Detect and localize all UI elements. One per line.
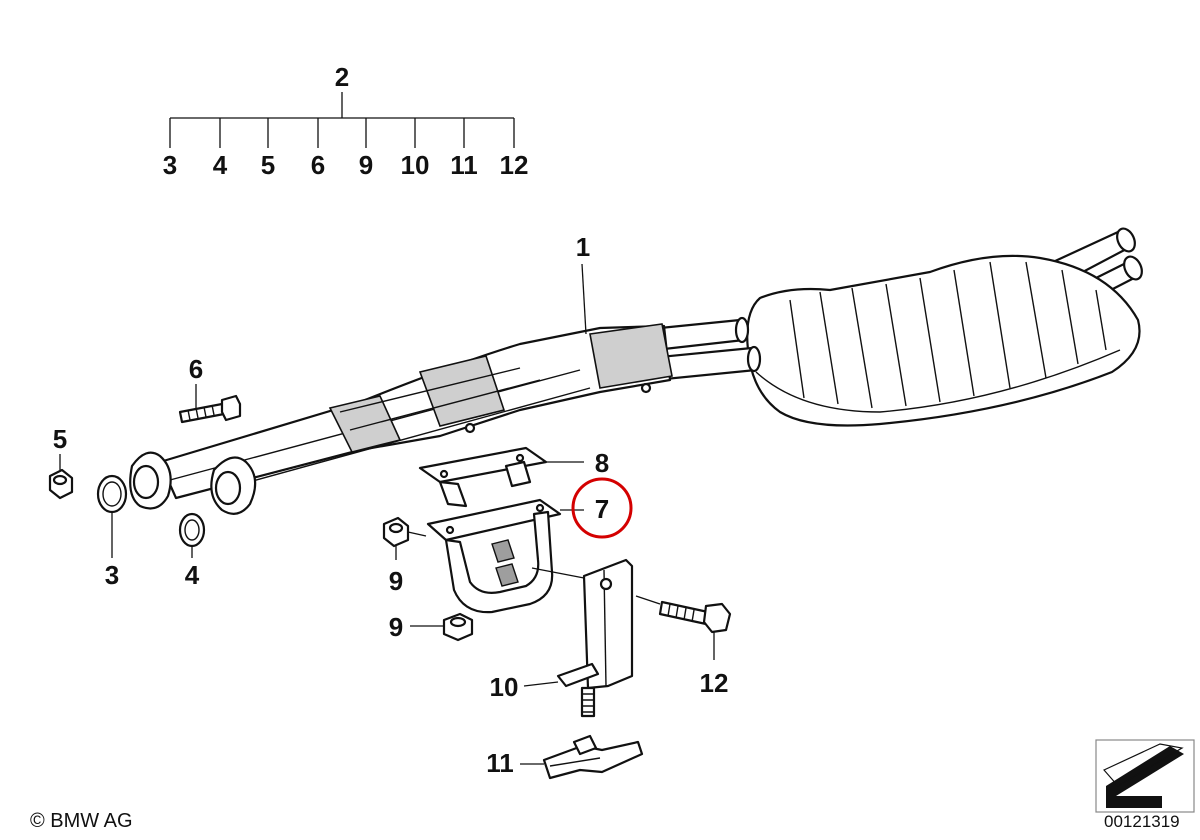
diagram-number: 00121319: [1104, 812, 1180, 831]
rubber-mount-part-7[interactable]: [426, 498, 562, 614]
bolt-part-12[interactable]: [658, 600, 732, 634]
copyright-text: © BMW AG: [30, 810, 133, 832]
gasket-part-4[interactable]: [178, 512, 206, 548]
group-child-label: 5: [261, 150, 275, 180]
clip-part-11[interactable]: [542, 734, 644, 780]
callout-4: 4: [185, 560, 200, 590]
callout-7: 7: [595, 494, 609, 524]
group-child-label: 9: [359, 150, 373, 180]
callout-7-highlight-ring: [571, 477, 633, 539]
callout-9-upper: 9: [389, 566, 403, 596]
group-child-label: 4: [213, 150, 228, 180]
callout-1: 1: [576, 232, 590, 262]
group-tree: 2 3 4 5 6 9 10 11 12: [163, 62, 529, 180]
front-flange-right[interactable]: [210, 456, 257, 515]
group-child-label: 11: [450, 150, 478, 180]
nut-part-9-upper[interactable]: [382, 516, 410, 548]
group-parent-label: 2: [335, 62, 349, 92]
callout-9-lower: 9: [389, 612, 403, 642]
hanger-bracket-part-10[interactable]: [556, 558, 634, 718]
callout-10: 10: [490, 672, 519, 702]
bracket-part-8[interactable]: [418, 446, 548, 508]
callout-5: 5: [53, 424, 67, 454]
callout-8: 8: [595, 448, 609, 478]
callout-6: 6: [189, 354, 203, 384]
nut-part-9-lower[interactable]: [442, 612, 474, 642]
group-child-label: 3: [163, 150, 177, 180]
rear-silencer-assembly[interactable]: [158, 226, 1145, 500]
nut-part-5[interactable]: [48, 468, 74, 500]
gasket-part-3[interactable]: [96, 474, 128, 514]
group-child-label: 12: [500, 150, 529, 180]
direction-arrow-icon: [1095, 739, 1195, 813]
front-flange-left[interactable]: [129, 451, 172, 510]
group-child-label: 6: [311, 150, 325, 180]
group-child-label: 10: [401, 150, 430, 180]
callout-11: 11: [486, 748, 514, 778]
callout-3: 3: [105, 560, 119, 590]
bolt-part-6[interactable]: [178, 394, 242, 424]
callout-12: 12: [700, 668, 729, 698]
